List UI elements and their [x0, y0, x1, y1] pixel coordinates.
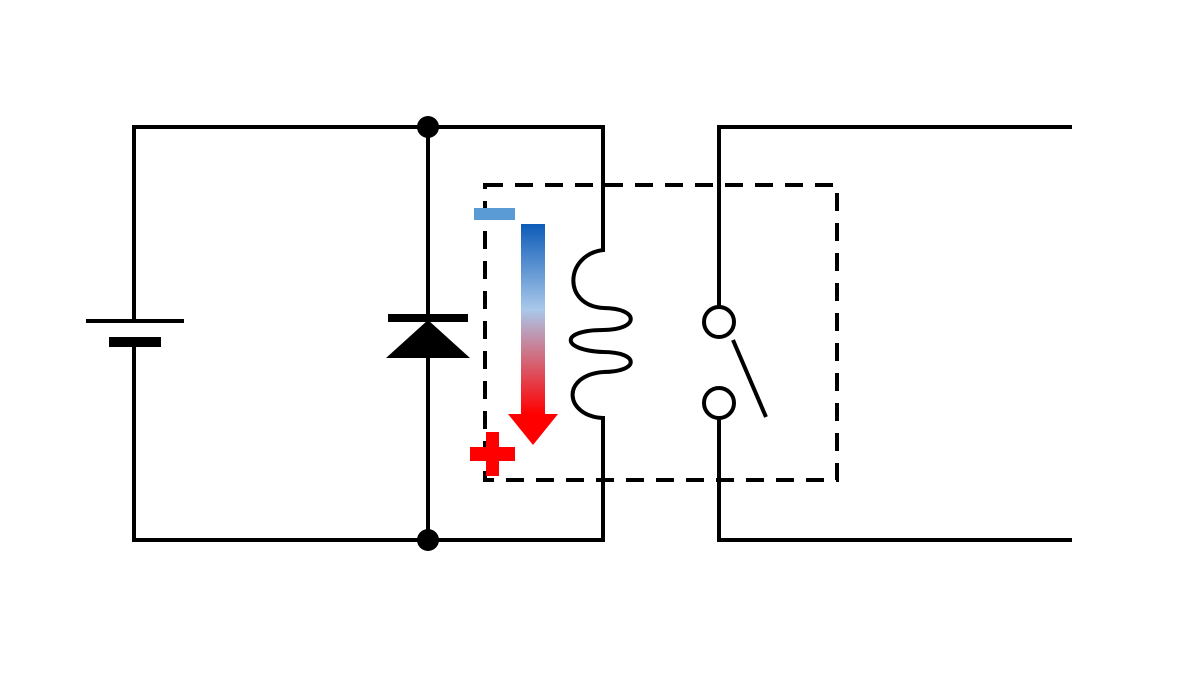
right-bottom-wire — [717, 419, 1072, 542]
dashed-box-icon — [483, 183, 839, 482]
left-circuit-wires — [132, 125, 605, 542]
minus-icon — [474, 208, 515, 220]
coil-icon — [569, 248, 633, 420]
plus-icon — [470, 432, 515, 476]
right-top-wire — [717, 125, 1072, 306]
right-circuit-wires — [717, 125, 1072, 542]
junction-dot-icon — [417, 529, 439, 551]
battery-icon — [86, 319, 184, 347]
switch-open-icon — [702, 305, 768, 420]
gradient-arrow-down-icon — [508, 224, 558, 445]
junction-dot-icon — [417, 116, 439, 138]
diode-icon — [386, 314, 470, 358]
